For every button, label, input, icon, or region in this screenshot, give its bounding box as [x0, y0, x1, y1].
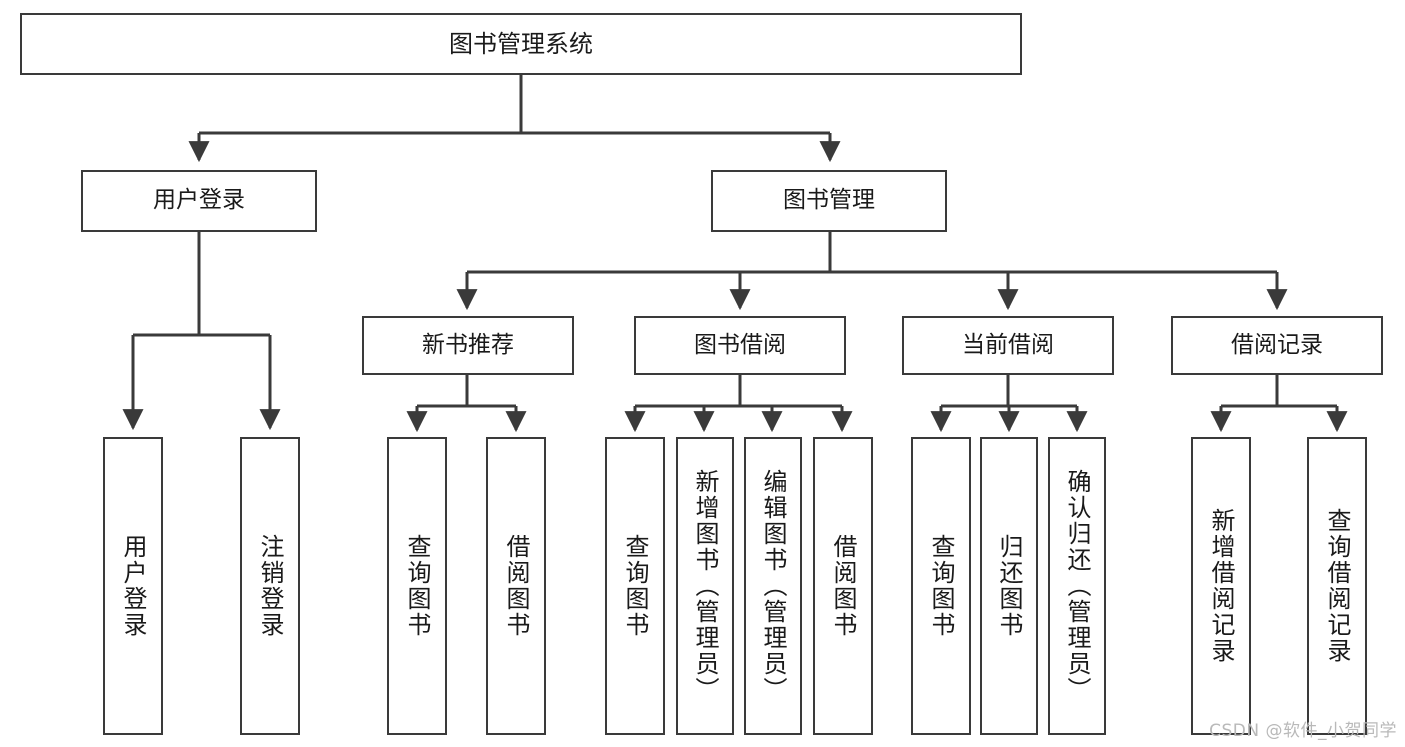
- leaf-borrow-record-query[interactable]: 查询借阅记录: [1307, 437, 1367, 735]
- node-label: 借阅记录: [1231, 331, 1323, 358]
- node-label: 查询图书: [403, 534, 431, 638]
- node-label: 新书推荐: [422, 331, 514, 358]
- node-label: 新增图书（管理员）: [691, 469, 719, 703]
- leaf-new-book-borrow[interactable]: 借阅图书: [486, 437, 546, 735]
- leaf-book-borrow-add[interactable]: 新增图书（管理员）: [676, 437, 734, 735]
- node-label: 编辑图书（管理员）: [759, 469, 787, 703]
- node-user-login[interactable]: 用户登录: [81, 170, 317, 232]
- node-label: 查询借阅记录: [1323, 508, 1351, 664]
- leaf-borrow-record-add[interactable]: 新增借阅记录: [1191, 437, 1251, 735]
- node-book-management[interactable]: 图书管理: [711, 170, 947, 232]
- node-label: 图书管理: [783, 187, 875, 214]
- node-book-borrow[interactable]: 图书借阅: [634, 316, 846, 375]
- node-label: 归还图书: [995, 534, 1023, 638]
- node-label: 用户登录: [153, 187, 245, 214]
- leaf-current-borrow-confirm-return[interactable]: 确认归还（管理员）: [1048, 437, 1106, 735]
- node-label: 当前借阅: [962, 331, 1054, 358]
- node-borrow-record[interactable]: 借阅记录: [1171, 316, 1383, 375]
- leaf-book-borrow-query[interactable]: 查询图书: [605, 437, 665, 735]
- leaf-user-login-logout[interactable]: 注销登录: [240, 437, 300, 735]
- leaf-new-book-query[interactable]: 查询图书: [387, 437, 447, 735]
- leaf-current-borrow-query[interactable]: 查询图书: [911, 437, 971, 735]
- node-label: 查询图书: [927, 534, 955, 638]
- csdn-watermark: CSDN @软件_小贺同学: [1209, 721, 1397, 741]
- leaf-book-borrow-borrow[interactable]: 借阅图书: [813, 437, 873, 735]
- leaf-user-login-login[interactable]: 用户登录: [103, 437, 163, 735]
- node-label: 借阅图书: [829, 534, 857, 638]
- node-label: 注销登录: [256, 534, 284, 638]
- node-label: 图书管理系统: [449, 29, 593, 58]
- node-label: 查询图书: [621, 534, 649, 638]
- node-label: 新增借阅记录: [1207, 508, 1235, 664]
- node-label: 借阅图书: [502, 534, 530, 638]
- node-label: 图书借阅: [694, 331, 786, 358]
- leaf-book-borrow-edit[interactable]: 编辑图书（管理员）: [744, 437, 802, 735]
- node-label: 确认归还（管理员）: [1063, 469, 1091, 703]
- node-root-system[interactable]: 图书管理系统: [20, 13, 1022, 75]
- node-new-book-recommend[interactable]: 新书推荐: [362, 316, 574, 375]
- leaf-current-borrow-return[interactable]: 归还图书: [980, 437, 1038, 735]
- node-label: 用户登录: [119, 534, 147, 638]
- node-current-borrow[interactable]: 当前借阅: [902, 316, 1114, 375]
